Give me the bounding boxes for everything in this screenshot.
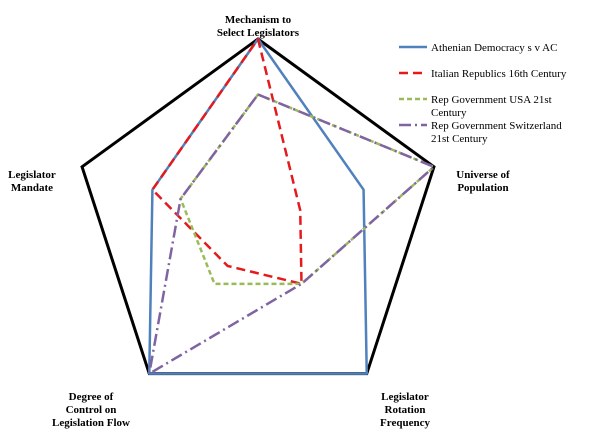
legend-label-1: Italian Republics 16th Century [431,68,567,80]
legend: Athenian Democracy s v AC Italian Republi… [399,42,567,145]
series-line-1 [151,37,303,286]
series-line-2 [179,93,436,286]
radar-outer-frame [80,37,436,376]
legend-label-0: Athenian Democracy s v AC [431,42,557,54]
series-layer [148,37,436,375]
radar-frame [80,37,436,376]
series-line-0 [148,37,368,375]
series-line-3 [148,93,436,375]
